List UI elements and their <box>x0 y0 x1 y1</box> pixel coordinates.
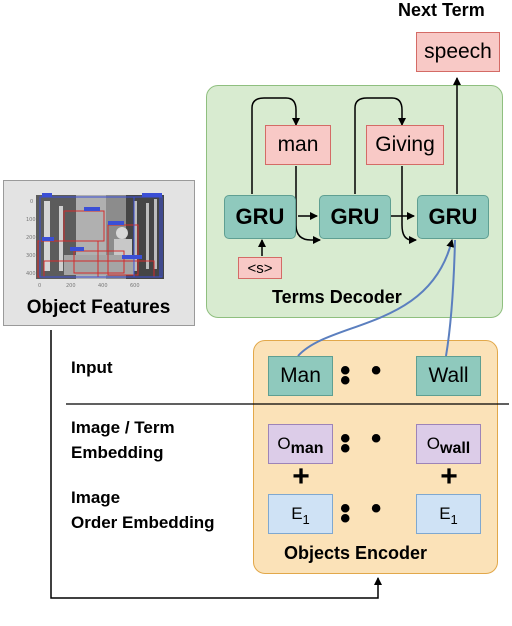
encoder-input-wall: Wall <box>416 356 481 396</box>
order-embedding-subscript: 1 <box>302 511 310 527</box>
object-features-label: Object Features <box>26 297 171 318</box>
start-token-box: <s> <box>238 257 282 279</box>
encoder-input-ellipsis: • • • <box>340 354 388 397</box>
next-term-box: speech <box>416 32 500 72</box>
next-term-value: speech <box>424 40 492 63</box>
svg-text:200: 200 <box>66 283 76 289</box>
svg-text:300: 300 <box>26 253 36 259</box>
term-embedding-row-label-line2: Embedding <box>71 443 164 462</box>
decoder-term-man: man <box>265 125 331 165</box>
term-embedding-ellipsis: • • • <box>340 422 388 465</box>
decoder-term-giving: Giving <box>366 125 444 165</box>
encoder-input-man: Man <box>268 356 333 396</box>
decoder-term-label: Giving <box>375 133 435 156</box>
term-embedding-base: O <box>277 434 291 453</box>
order-embedding-subscript: 1 <box>450 511 458 527</box>
start-token-label: <s> <box>247 259 273 277</box>
order-embedding-base: E <box>439 504 451 523</box>
input-row-label: Input <box>71 358 113 377</box>
plus-sign: + <box>292 460 310 493</box>
object-features-panel: 0 100 200 300 400 0 200 400 600 Object Features <box>3 180 195 326</box>
svg-text:400: 400 <box>98 283 108 289</box>
svg-text:0: 0 <box>38 283 41 289</box>
term-embedding-row-label-line1: Image / Term <box>71 418 175 437</box>
encoder-input-label: Man <box>280 364 321 387</box>
order-embedding-ellipsis: • • • <box>340 492 388 535</box>
svg-text:600: 600 <box>130 283 140 289</box>
terms-decoder-label: Terms Decoder <box>272 287 402 307</box>
gru-label: GRU <box>235 204 285 229</box>
gru-cell-2: GRU <box>319 195 391 239</box>
objects-encoder-label: Objects Encoder <box>284 543 428 563</box>
svg-text:0: 0 <box>30 199 33 205</box>
order-embedding-row-label-line1: Image <box>71 488 121 507</box>
term-embedding-subscript: man <box>290 440 324 457</box>
gru-label: GRU <box>428 204 478 229</box>
encoder-input-label: Wall <box>428 364 469 387</box>
gru-cell-1: GRU <box>224 195 296 239</box>
decoder-term-label: man <box>277 133 319 156</box>
svg-text:100: 100 <box>26 217 36 223</box>
term-embedding-base: O <box>426 434 440 453</box>
plus-sign: + <box>440 460 458 493</box>
detected-objects-image: 0 100 200 300 400 0 200 400 600 <box>26 193 164 289</box>
svg-text:200: 200 <box>26 235 36 241</box>
term-embedding-subscript: wall <box>440 440 471 457</box>
gru-cell-3: GRU <box>417 195 489 239</box>
gru-label: GRU <box>330 204 380 229</box>
svg-text:400: 400 <box>26 271 36 277</box>
order-embedding-base: E <box>291 504 303 523</box>
order-embedding-row-label-line2: Order Embedding <box>71 513 215 532</box>
next-term-title: Next Term <box>398 0 485 20</box>
